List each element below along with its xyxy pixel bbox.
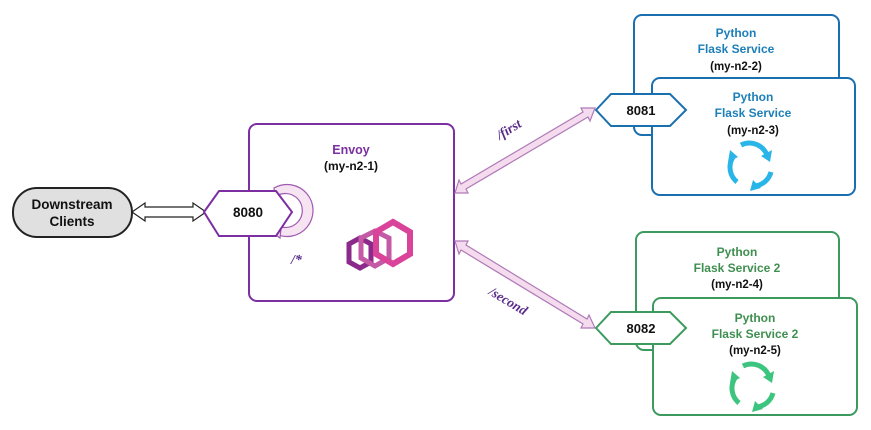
envoy-port-8080: 8080 xyxy=(202,190,294,237)
service1-refresh-icon xyxy=(727,140,774,191)
route-first-arrow xyxy=(454,107,596,194)
envoy-logo-icon xyxy=(346,218,413,271)
service2-port-label: 8082 xyxy=(627,321,656,336)
route-second-arrow xyxy=(454,240,596,329)
clients-envoy-arrow xyxy=(130,201,208,223)
clients-label-line1: Downstream xyxy=(31,197,112,212)
service1-back-line1: Python xyxy=(716,26,757,40)
service2-port-8082: 8082 xyxy=(594,311,688,345)
service2-front-line2: Flask Service 2 xyxy=(712,327,799,341)
service2-front-host: (my-n2-5) xyxy=(729,345,781,357)
service1-port-8081: 8081 xyxy=(594,93,688,127)
route-first-label: /first xyxy=(493,115,525,143)
downstream-clients-node: Downstream Clients xyxy=(12,187,133,238)
envoy-host: (my-n2-1) xyxy=(324,159,378,173)
service1-front-line1: Python xyxy=(733,90,774,104)
service1-front-node: Python Flask Service (my-n2-3) xyxy=(651,77,856,196)
envoy-title: Envoy xyxy=(332,143,370,157)
service2-front-line1: Python xyxy=(735,311,776,325)
service1-front-host: (my-n2-3) xyxy=(727,125,779,137)
loop-route-label: /* xyxy=(290,253,303,268)
service2-front-node: Python Flask Service 2 (my-n2-5) xyxy=(652,297,858,416)
service1-back-host: (my-n2-2) xyxy=(710,61,762,73)
service1-back-line2: Flask Service xyxy=(698,42,775,56)
service1-front-line2: Flask Service xyxy=(715,106,792,120)
clients-label-line2: Clients xyxy=(49,214,94,229)
service2-back-line1: Python xyxy=(717,245,758,259)
service1-port-label: 8081 xyxy=(627,103,656,118)
envoy-port-label: 8080 xyxy=(233,205,263,220)
service2-back-line2: Flask Service 2 xyxy=(694,261,781,275)
service2-back-host: (my-n2-4) xyxy=(711,279,763,291)
service2-refresh-icon xyxy=(729,361,776,412)
